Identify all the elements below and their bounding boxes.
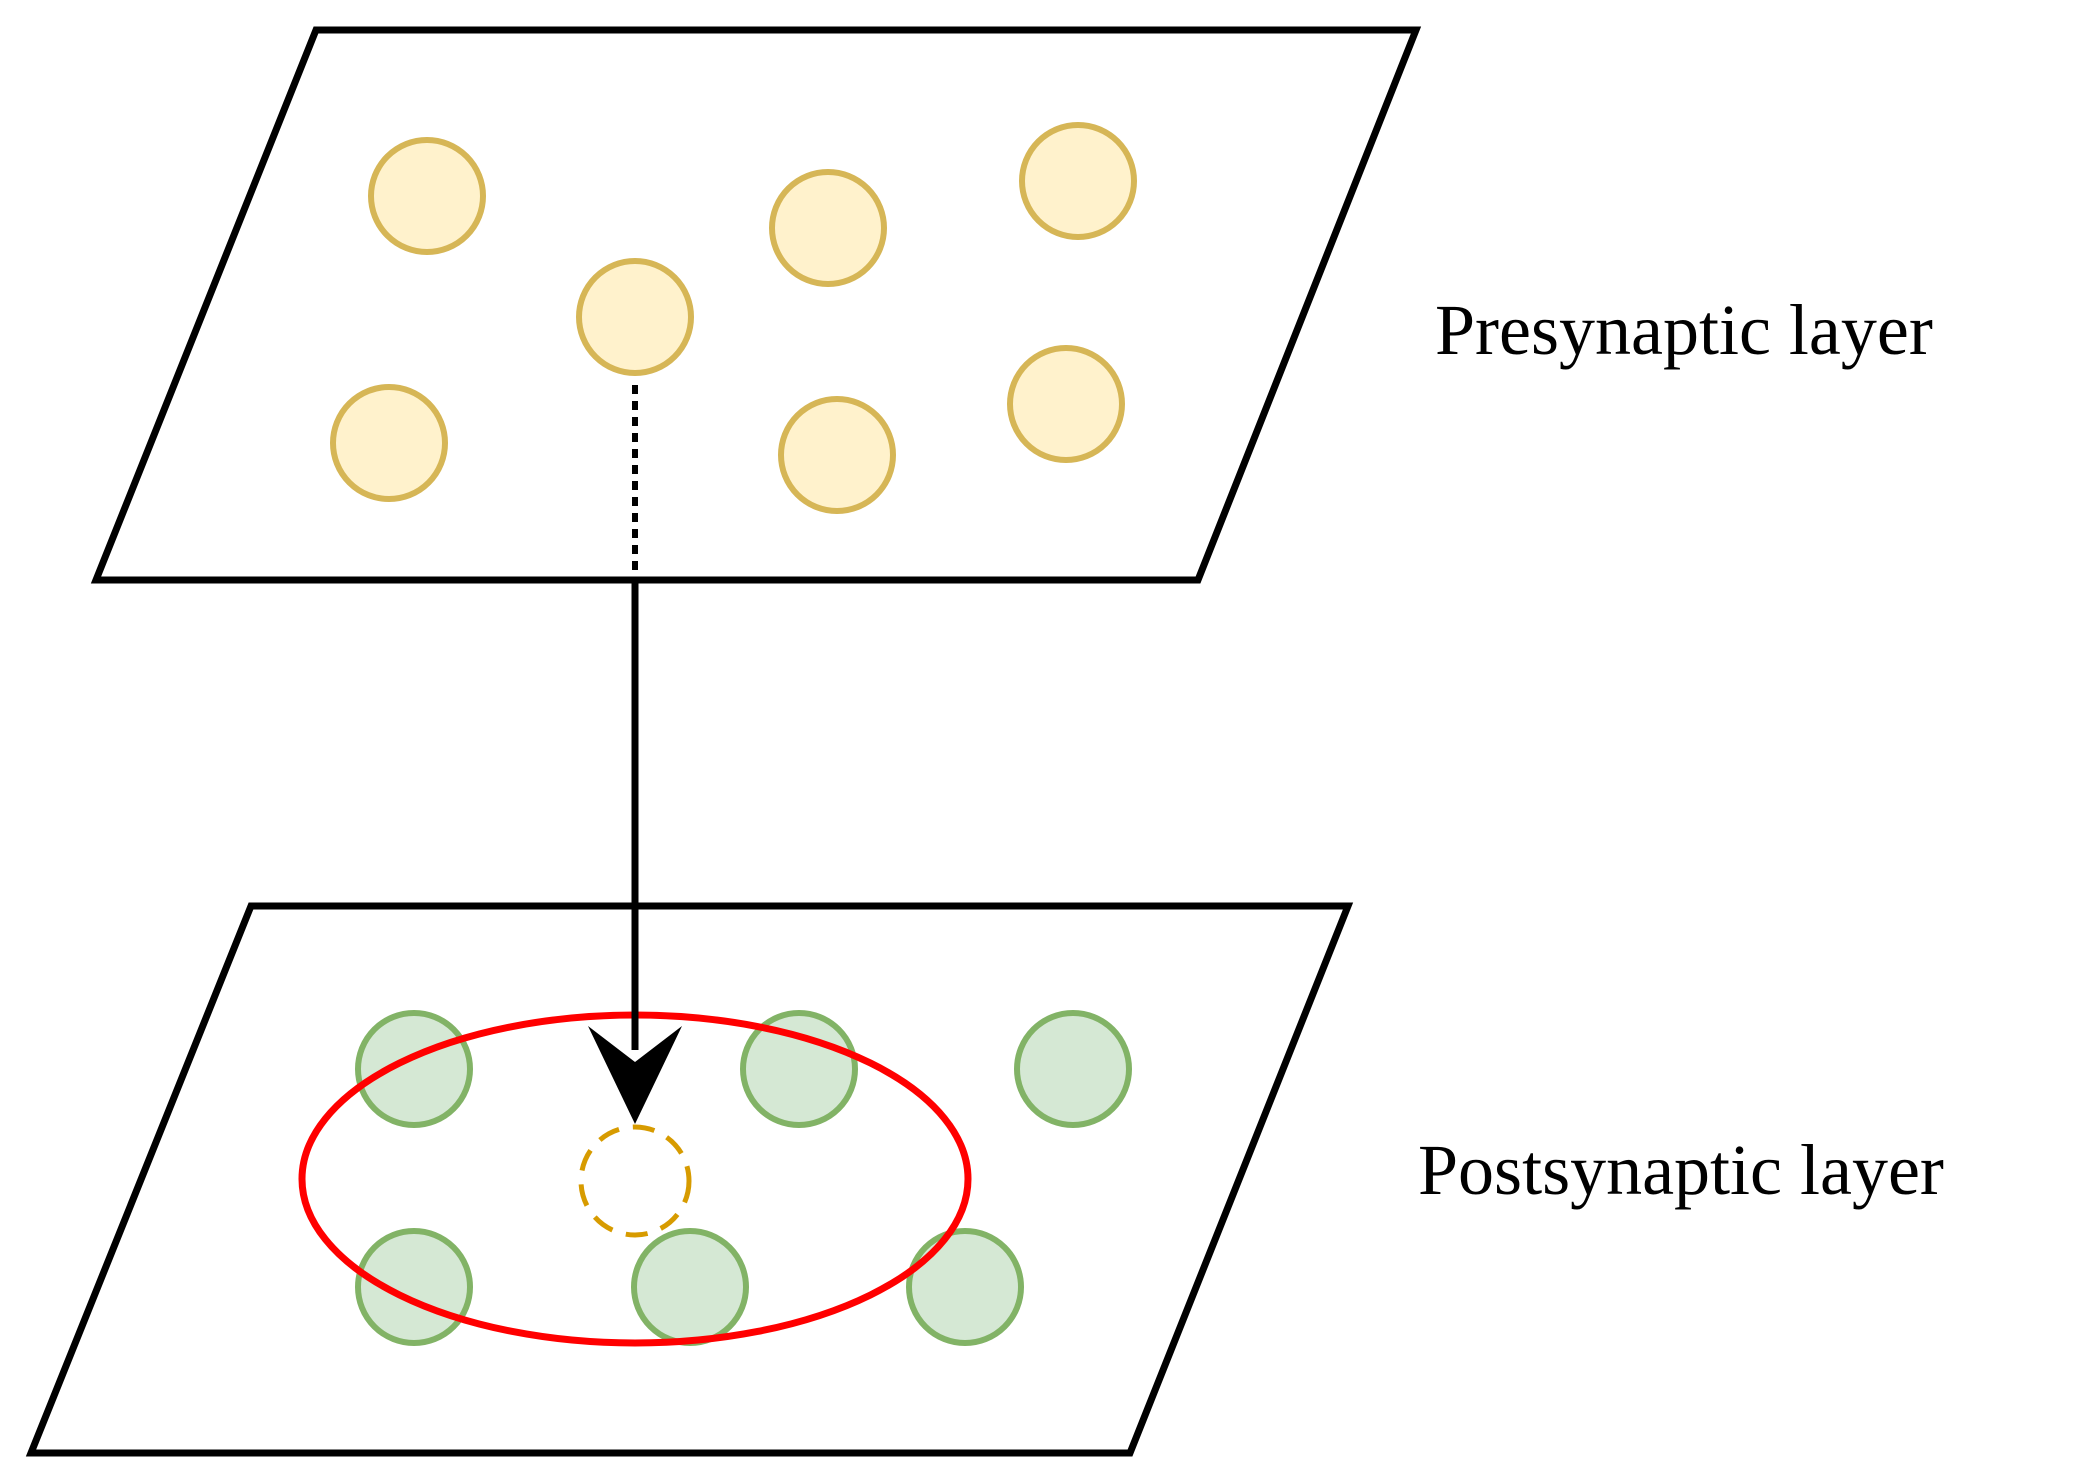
postsynaptic-neuron	[631, 1228, 749, 1346]
presynaptic-layer-label: Presynaptic layer	[1435, 290, 1933, 370]
postsynaptic-neuron	[906, 1228, 1024, 1346]
presynaptic-neurons	[330, 122, 1137, 514]
presynaptic-neuron	[330, 384, 448, 502]
postsynaptic-plane	[25, 902, 1354, 1457]
postsynaptic-layer-label: Postsynaptic layer	[1418, 1130, 1944, 1210]
presynaptic-neuron	[368, 137, 486, 255]
presynaptic-neuron	[576, 258, 694, 376]
presynaptic-neuron	[1019, 122, 1137, 240]
down-arrow-icon	[588, 1026, 682, 1124]
postsynaptic-neuron	[1014, 1010, 1132, 1128]
presynaptic-plane	[90, 26, 1422, 584]
postsynaptic-neurons	[355, 1010, 1132, 1346]
presynaptic-neuron	[769, 169, 887, 287]
presynaptic-neuron	[1007, 345, 1125, 463]
postsynaptic-neuron	[355, 1228, 473, 1346]
postsynaptic-neuron	[355, 1010, 473, 1128]
presynaptic-neuron	[778, 396, 896, 514]
postsynaptic-neuron	[740, 1010, 858, 1128]
projection-target	[578, 1124, 692, 1238]
